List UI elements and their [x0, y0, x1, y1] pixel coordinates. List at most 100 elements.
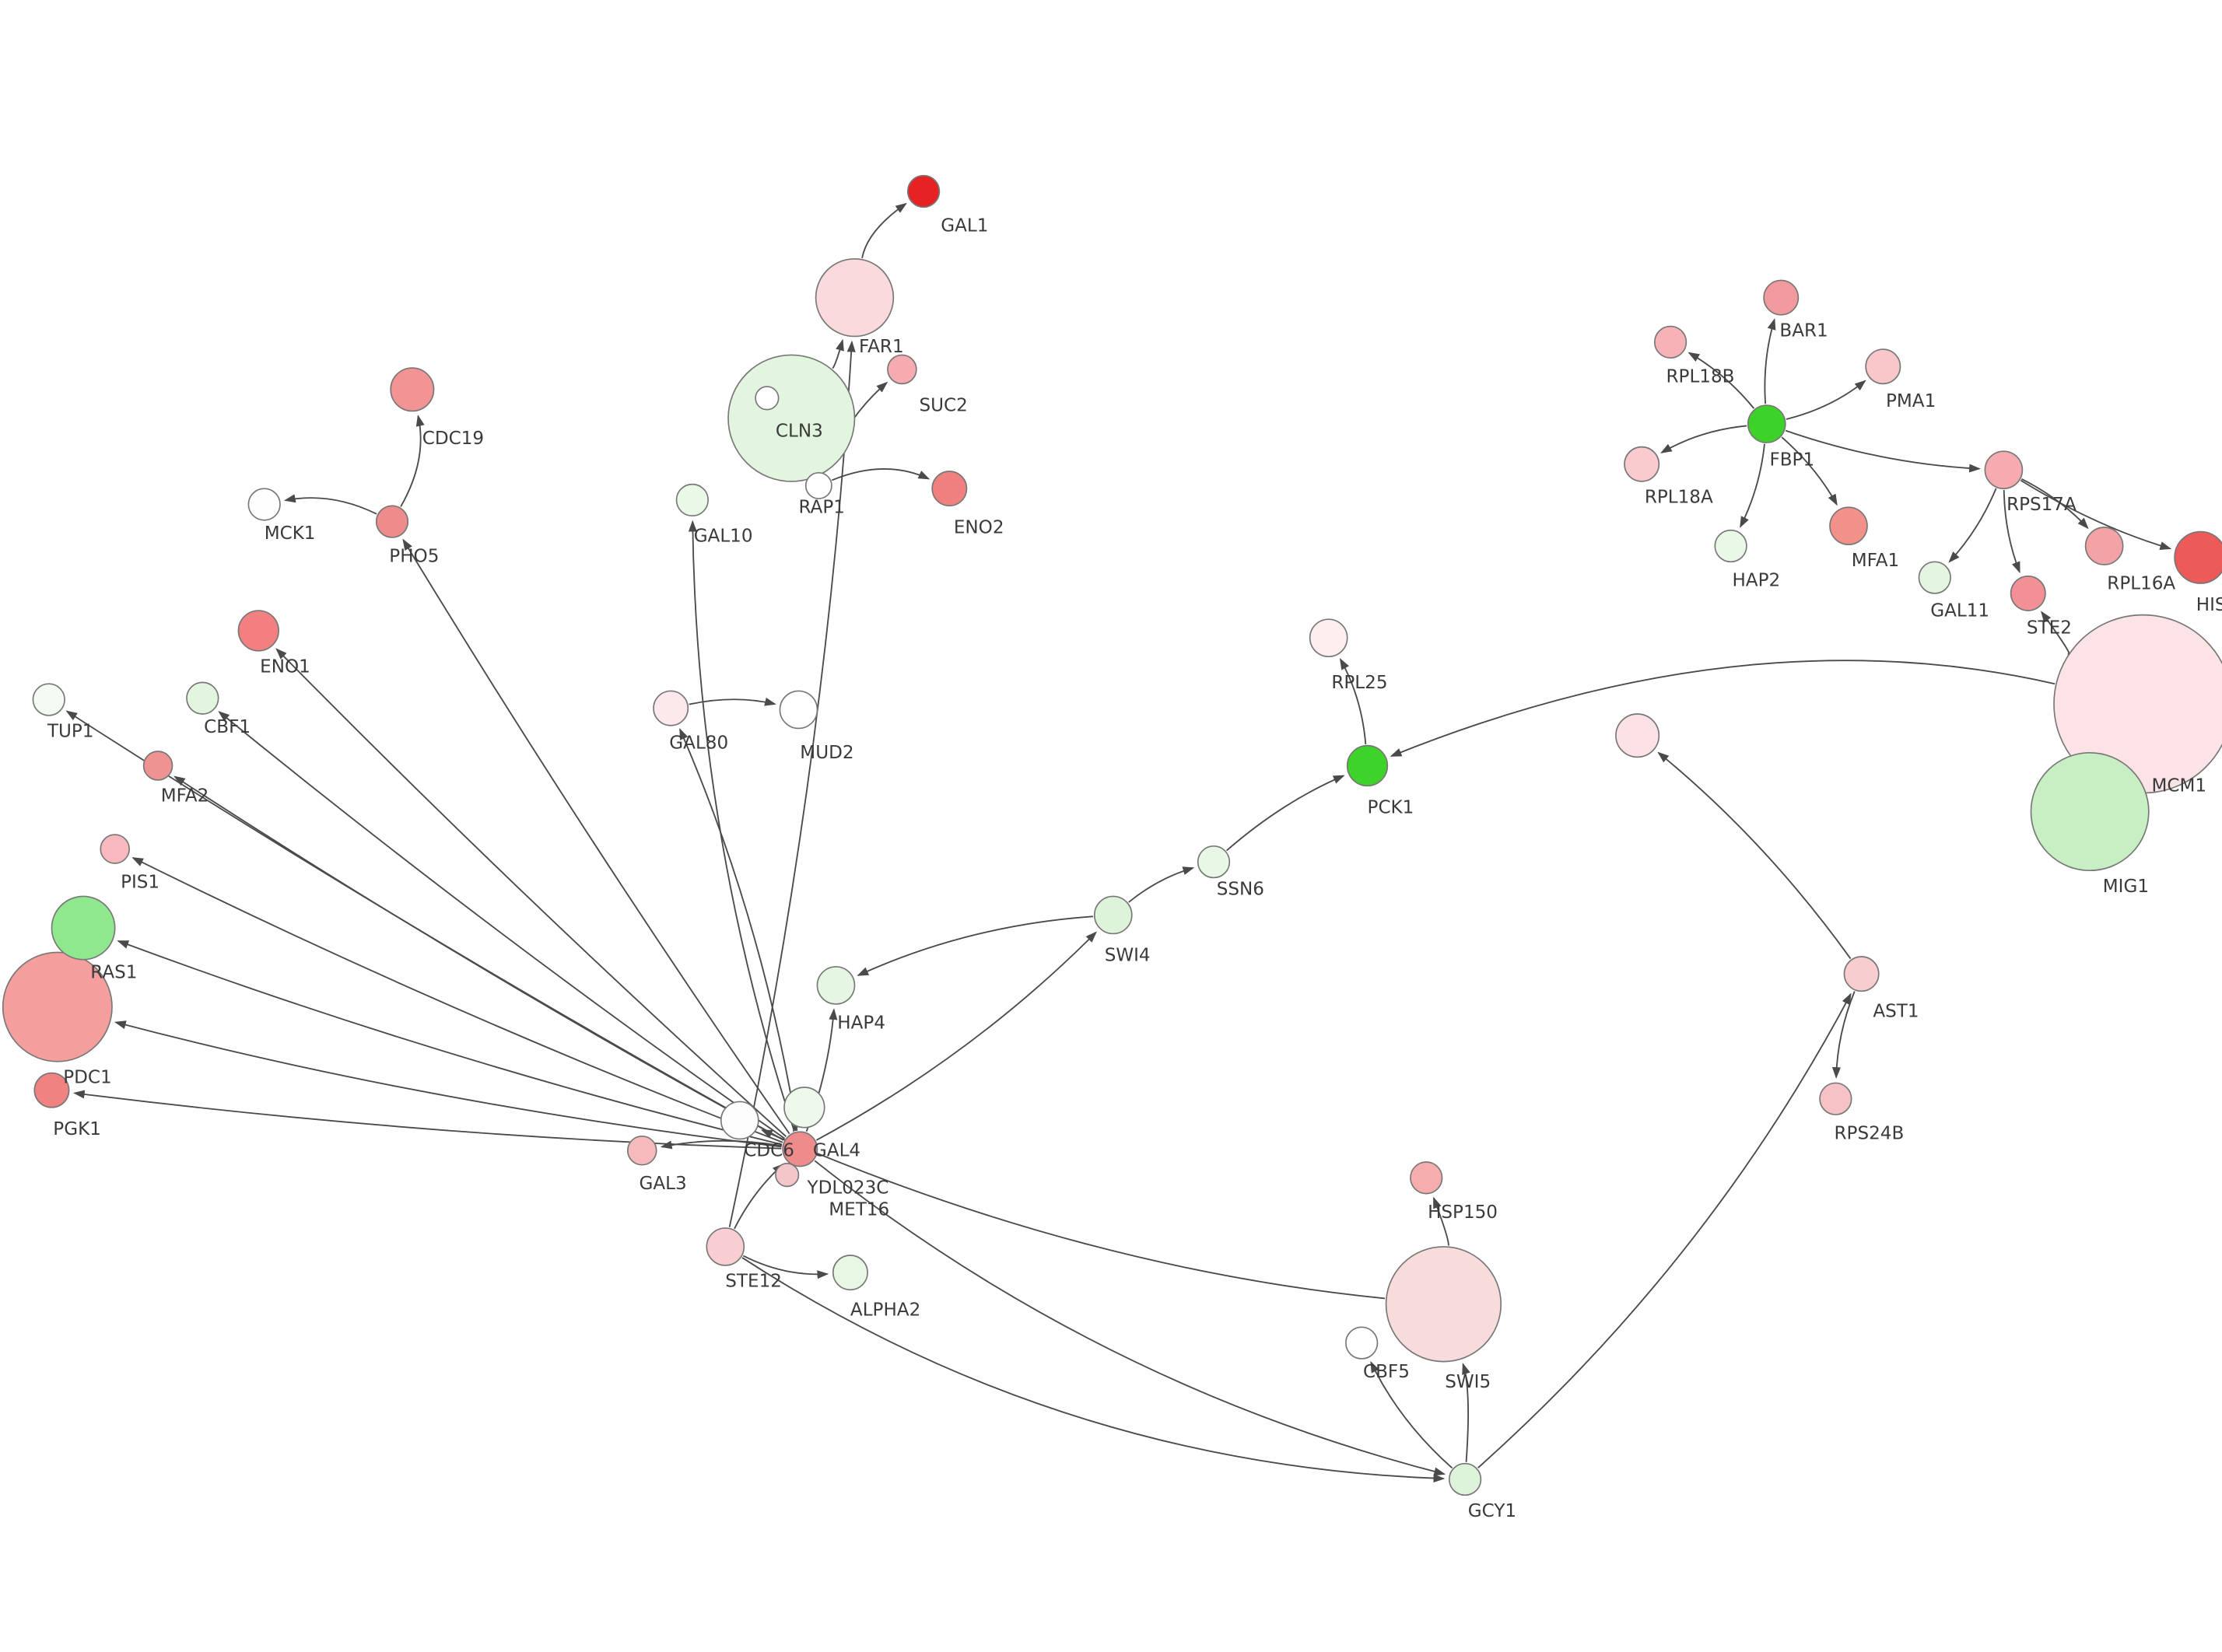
node-MCK1[interactable] [247, 488, 281, 521]
edge-FBP1-BAR1[interactable] [1764, 318, 1776, 404]
node-MIG1[interactable] [2030, 752, 2150, 872]
edge-GAL4-GAL10[interactable] [688, 520, 795, 1132]
node-MFA2[interactable] [142, 751, 173, 781]
edge-PHO5-CDC19[interactable] [400, 415, 425, 507]
edge-FAR1-GAL1[interactable] [861, 202, 907, 259]
node-RPL18A[interactable] [1624, 446, 1660, 482]
edge-PHO5-MCK1[interactable] [284, 494, 377, 515]
node-GCY1[interactable] [1448, 1462, 1482, 1496]
node-RAP1[interactable] [804, 472, 832, 499]
edge-GCY1-AST1[interactable] [1477, 992, 1852, 1468]
node-PHO5[interactable] [375, 505, 409, 538]
node-ENO1[interactable] [237, 610, 279, 652]
node-TUP1[interactable] [32, 683, 65, 716]
edge-STE12-GCY1[interactable] [741, 1257, 1446, 1483]
edge-GAL4-MFA2[interactable] [173, 775, 784, 1141]
node-MFA1[interactable] [1829, 506, 1868, 545]
edge-GAL4-PIS1[interactable] [131, 857, 783, 1143]
node-HIS4[interactable] [2174, 530, 2222, 584]
edge-FBP1-MFA1[interactable] [1781, 436, 1838, 506]
edge-SWI5-HSP150[interactable] [1432, 1196, 1449, 1246]
node-AST1[interactable] [1843, 956, 1880, 992]
edge-FBP1-RPL18B[interactable] [1688, 352, 1755, 409]
node-GAL10[interactable] [675, 483, 709, 517]
edge-GCY1-CBF5[interactable] [1370, 1360, 1453, 1469]
edge-FBP1-RPL18A[interactable] [1660, 425, 1747, 453]
edge-GAL4-GCY1[interactable] [814, 1160, 1446, 1476]
edge-MCM1-STE2[interactable] [2041, 611, 2070, 656]
node-STE12[interactable] [706, 1227, 745, 1266]
node-SUC2[interactable] [887, 354, 917, 385]
edge-AST1-RPS24B[interactable] [1831, 991, 1856, 1079]
edge-SWI4-HAP4[interactable] [857, 915, 1093, 976]
node-FBP1[interactable] [1747, 404, 1786, 443]
node-MET16[interactable] [783, 1087, 825, 1129]
edge-GAL4-TUP1[interactable] [65, 710, 784, 1141]
node-BAR1[interactable] [1763, 279, 1800, 316]
node-PGK1[interactable] [33, 1072, 70, 1108]
node-GAL1[interactable] [906, 174, 941, 208]
edge-GAL4-GAL80[interactable] [679, 728, 798, 1131]
node-CDC6[interactable] [720, 1101, 759, 1140]
node-ENO2[interactable] [931, 471, 968, 507]
node-HAP4[interactable] [816, 966, 856, 1005]
edge-GAL4-PGK1[interactable] [72, 1090, 782, 1150]
edge-CLN3-FAR1[interactable] [832, 338, 844, 369]
edge-PCK1-RPL25[interactable] [1339, 658, 1367, 745]
node-FAR1[interactable] [815, 257, 895, 338]
node-HSP150[interactable] [1410, 1161, 1443, 1195]
node-RPL25[interactable] [1309, 618, 1348, 657]
node-RPS17A[interactable] [1984, 450, 2024, 489]
node-HAP2[interactable] [1714, 529, 1747, 563]
edge-FBP1-RPS17A[interactable] [1785, 429, 1981, 473]
node-unlabeled-N2[interactable] [1615, 713, 1660, 758]
node-RPL16A[interactable] [2084, 527, 2124, 565]
node-CBF1[interactable] [186, 681, 219, 715]
node-RPL18B[interactable] [1653, 325, 1688, 359]
node-GAL4[interactable] [782, 1131, 818, 1167]
edge-GAL4-RAS1[interactable] [117, 940, 783, 1146]
edge-STE12-ALPHA2[interactable] [742, 1255, 829, 1279]
node-CLN3[interactable] [727, 354, 856, 482]
edge-GAL4-MET16[interactable] [792, 1119, 802, 1132]
edge-SWI5-CDC6[interactable] [760, 1129, 1386, 1300]
node-STE2[interactable] [2010, 575, 2046, 611]
node-GAL3[interactable] [626, 1135, 657, 1166]
node-SWI4[interactable] [1093, 895, 1133, 935]
edge-FBP1-PMA1[interactable] [1786, 380, 1866, 420]
node-SSN6[interactable] [1197, 845, 1231, 879]
edge-RAP1-ENO2[interactable] [831, 468, 931, 481]
edge-GAL4-PHO5[interactable] [402, 538, 790, 1135]
edge-GAL4-GAL3[interactable] [660, 1139, 782, 1150]
edge-MCM1-PCK1[interactable] [1390, 660, 2056, 757]
edge-SSN6-PCK1[interactable] [1226, 775, 1345, 852]
edge-RPS17A-GAL11[interactable] [1948, 488, 1997, 563]
edge-GAL4-CBF1[interactable] [218, 711, 786, 1139]
node-ALPHA2[interactable] [832, 1255, 868, 1291]
edge-FBP1-HAP2[interactable] [1740, 443, 1765, 528]
node-MUD2[interactable] [779, 690, 818, 730]
node-YDL023C[interactable] [775, 1163, 800, 1188]
node-CDC19[interactable] [390, 367, 435, 412]
edge-STE12-FAR1[interactable] [728, 340, 856, 1227]
node-RPS24B[interactable] [1819, 1082, 1852, 1115]
edge-GAL4-SWI4[interactable] [815, 931, 1097, 1141]
edge-SWI4-SSN6[interactable] [1128, 866, 1195, 903]
edge-GAL80-MUD2[interactable] [689, 697, 776, 706]
edge-AST1-N2[interactable] [1657, 751, 1852, 960]
edge-RPS17A-STE2[interactable] [2003, 489, 2020, 574]
edge-GAL4-PDC1[interactable] [114, 1020, 782, 1148]
node-unlabeled-N1[interactable] [755, 386, 780, 411]
node-CBF5[interactable] [1345, 1326, 1379, 1360]
node-PMA1[interactable] [1865, 348, 1901, 385]
node-GAL11[interactable] [1918, 561, 1951, 594]
node-SWI5[interactable] [1385, 1246, 1502, 1363]
node-RAS1[interactable] [51, 895, 116, 961]
edge-RPS17A-HIS4[interactable] [2020, 479, 2172, 550]
node-PCK1[interactable] [1346, 744, 1389, 787]
edge-GCY1-SWI5[interactable] [1462, 1363, 1470, 1462]
edge-GAL4-ENO1[interactable] [275, 648, 787, 1138]
node-PDC1[interactable] [2, 951, 113, 1062]
node-GAL80[interactable] [653, 690, 689, 726]
